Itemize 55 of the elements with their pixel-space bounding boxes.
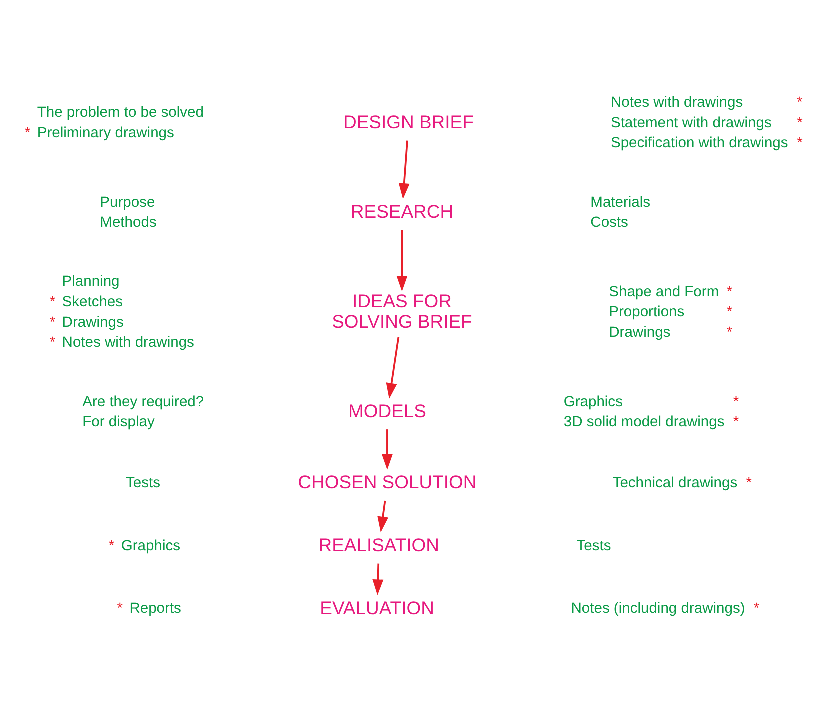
node-text: DESIGN BRIEF bbox=[344, 111, 474, 132]
label: Statement with drawings bbox=[610, 115, 772, 132]
label: Notes with drawings bbox=[610, 94, 744, 111]
label: Drawings bbox=[62, 314, 124, 331]
label: * bbox=[117, 601, 123, 618]
label: Graphics bbox=[121, 538, 181, 554]
label: Drawings bbox=[609, 324, 671, 341]
label: Proportions bbox=[609, 304, 685, 321]
label: * bbox=[754, 601, 760, 618]
label: Methods bbox=[100, 215, 157, 232]
label: Notes (including drawings) bbox=[571, 601, 746, 618]
label: * bbox=[726, 284, 733, 300]
label: * bbox=[726, 324, 733, 341]
label: Graphics bbox=[564, 394, 623, 410]
node-text: MODELS bbox=[348, 400, 426, 422]
label: * bbox=[733, 414, 740, 431]
arrow bbox=[382, 430, 393, 470]
node-text: RESEARCH bbox=[350, 201, 454, 222]
arrow bbox=[396, 230, 408, 292]
label: Shape and Form bbox=[609, 284, 720, 300]
label: Are they required? bbox=[82, 394, 204, 410]
label: * bbox=[50, 294, 56, 311]
label: * bbox=[50, 314, 56, 331]
label: * bbox=[797, 136, 803, 152]
label: The problem to be solved bbox=[37, 105, 204, 122]
node-text: REALISATION bbox=[318, 534, 440, 556]
label: Materials bbox=[590, 194, 651, 211]
label: Sketches bbox=[62, 294, 124, 311]
label: 3D solid model drawings bbox=[564, 414, 725, 431]
label: * bbox=[733, 394, 740, 410]
arrow bbox=[386, 337, 400, 400]
label: For display bbox=[82, 414, 155, 431]
label: Technical drawings bbox=[612, 476, 738, 492]
label: Notes with drawings bbox=[62, 335, 194, 352]
label: * bbox=[726, 304, 733, 321]
label: * bbox=[797, 94, 803, 111]
label: Specification with drawings bbox=[610, 136, 788, 152]
node-text: EVALUATION bbox=[320, 597, 434, 618]
label: * bbox=[108, 538, 115, 554]
label: Preliminary drawings bbox=[37, 125, 174, 142]
arrow bbox=[378, 500, 389, 533]
label: * bbox=[746, 476, 752, 492]
arrow bbox=[372, 564, 384, 596]
label: Reports bbox=[130, 601, 182, 618]
label: Purpose bbox=[100, 194, 156, 211]
label: * bbox=[50, 335, 56, 352]
node-text: IDEAS FOR SOLVING BRIEF bbox=[332, 290, 472, 332]
label: * bbox=[797, 115, 803, 132]
label: Tests bbox=[126, 476, 160, 492]
label: Costs bbox=[590, 215, 628, 232]
label: Tests bbox=[576, 538, 612, 554]
node-text: CHOSEN SOLUTION bbox=[298, 472, 477, 493]
label: Planning bbox=[62, 274, 120, 290]
arrow bbox=[398, 140, 410, 200]
label: * bbox=[24, 125, 31, 142]
